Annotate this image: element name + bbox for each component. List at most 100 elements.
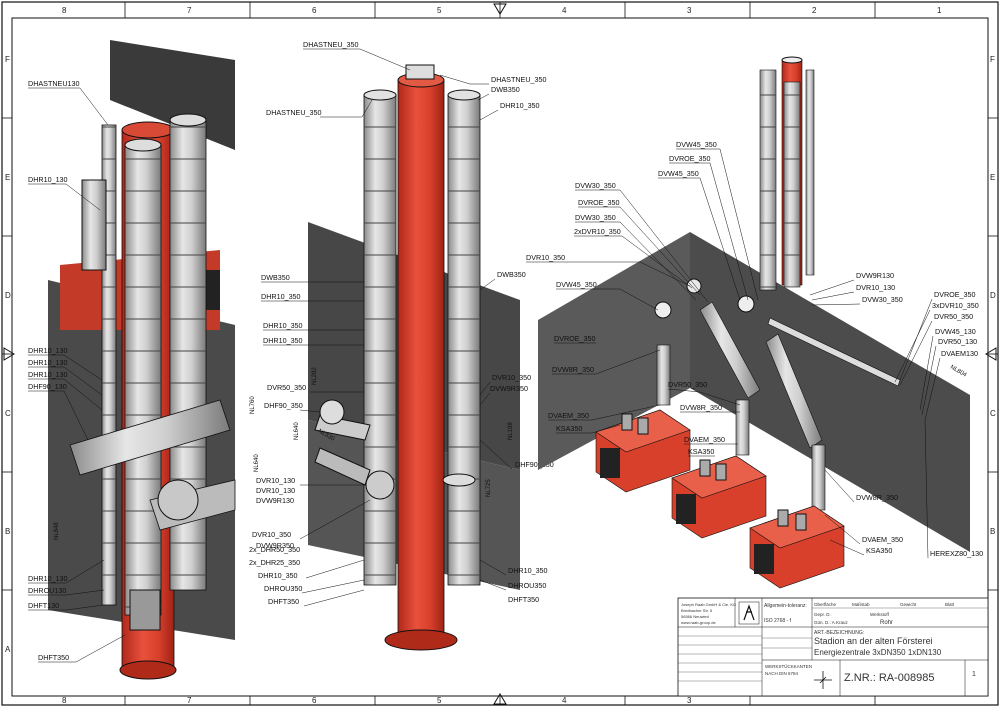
- row-label: B: [990, 527, 995, 536]
- col-label: 8: [62, 696, 67, 705]
- part-label: 2x_DHR25_350: [249, 558, 300, 567]
- part-label: DVW30_350: [575, 213, 616, 222]
- row-label: C: [990, 409, 996, 418]
- part-label: DVR50_350: [934, 312, 973, 321]
- part-label: DHF90_350: [264, 401, 303, 410]
- field-label: Gewicht: [900, 602, 917, 607]
- part-label: DVAEM_350: [684, 435, 725, 444]
- drawing-title: Stadion an der alten Försterei: [814, 636, 933, 646]
- part-label: DHR10_350: [263, 321, 303, 330]
- col-label: 3: [687, 6, 692, 15]
- part-label: DVW30_350: [575, 181, 616, 190]
- part-label: DHR10_350: [261, 292, 301, 301]
- view-right-labels: DVW45_350 DVROE_350 DVW45_350 DVW30_350 …: [526, 140, 983, 558]
- view-right-assembly: [538, 56, 970, 589]
- part-label: DHR10_130: [28, 574, 68, 583]
- part-label: DHASTNEU_350: [303, 40, 359, 49]
- row-label: E: [5, 173, 10, 182]
- view-center-labels: DHASTNEU_350 DHASTNEU_350 DHASTNEU_350 D…: [249, 40, 554, 606]
- part-label: DHR10_130: [28, 175, 68, 184]
- title-block: [677, 597, 989, 697]
- row-label: A: [5, 645, 11, 654]
- boiler-unit: [595, 409, 691, 493]
- row-label: B: [5, 527, 10, 536]
- company-address: 56566 Neuwied: [681, 614, 709, 619]
- part-label: DHR10_130: [28, 358, 68, 367]
- company-address: Joseph Raab GmbH & Cie. KG: [681, 602, 736, 607]
- part-label: DVW9R130: [856, 271, 894, 280]
- col-label: 6: [312, 696, 317, 705]
- view-center-assembly: [308, 64, 520, 651]
- part-label: KSA350: [688, 447, 714, 456]
- part-label: DHF90_130: [28, 382, 67, 391]
- sheet-number: 1: [972, 671, 976, 678]
- dimension-label: NL640: [294, 422, 300, 440]
- part-label: DHFT350: [268, 597, 299, 606]
- part-label: DVW45_130: [935, 327, 976, 336]
- part-label: KSA350: [556, 424, 582, 433]
- article-label: ART.-BEZEICHNUNG:: [814, 630, 864, 636]
- col-label: 6: [312, 6, 317, 15]
- part-label: 2x_DHR50_350: [249, 545, 300, 554]
- view-right-leaders: [526, 148, 941, 559]
- row-labels-left: F E D C B A: [5, 55, 11, 654]
- dimension-label: NL282: [312, 367, 318, 385]
- part-label: DHASTNEU_350: [491, 75, 547, 84]
- part-label: DVR10_350: [526, 253, 565, 262]
- dimension-label: NL640: [254, 454, 260, 472]
- col-label: 4: [562, 6, 567, 15]
- part-label: DVR10_130: [856, 283, 895, 292]
- part-label: DVR50_350: [668, 380, 707, 389]
- col-label: 3: [687, 696, 692, 705]
- part-label: DHF90_350: [515, 460, 554, 469]
- part-label: DVAEM130: [941, 349, 978, 358]
- dimension-label: NL198: [508, 422, 514, 440]
- checked-value: Gün. D.: A.Krauz: [814, 620, 849, 625]
- part-label: DVW8R_350: [856, 493, 898, 502]
- company-address: www.raab-group.de: [681, 620, 716, 625]
- part-label: DHR10_130: [28, 370, 68, 379]
- view-left-assembly: [48, 40, 236, 680]
- dimension-label: NL760: [250, 396, 256, 414]
- part-label: DVR50_130: [938, 337, 977, 346]
- part-label: HEREXZ80_130: [930, 549, 983, 558]
- part-label: DVROE_350: [578, 198, 620, 207]
- part-label: DHR10_130: [28, 346, 68, 355]
- drawing-subtitle: Energiezentrale 3xDN350 1xDN130: [814, 648, 942, 657]
- center-markers: [3, 3, 997, 705]
- part-label: DVROE_350: [669, 154, 711, 163]
- part-label: DHASTNEU_350: [266, 108, 322, 117]
- row-label: F: [990, 55, 995, 64]
- col-label: 2: [812, 6, 817, 15]
- company-address: Bredbacher Str. 5: [681, 608, 713, 613]
- column-labels-top: 8 7 6 5 4 3 2 1: [62, 6, 942, 15]
- part-label: DVR10_130: [256, 476, 295, 485]
- company-logo: [738, 601, 760, 625]
- field-label: Maßstab: [852, 602, 870, 607]
- boiler-unit: [671, 455, 767, 539]
- part-label: DVW8R_350: [552, 365, 594, 374]
- view-left-leaders: [28, 87, 126, 663]
- part-label: DVW8R_350: [680, 403, 722, 412]
- row-label: F: [5, 55, 10, 64]
- col-label: 7: [187, 6, 192, 15]
- part-label: DVW9R350: [490, 384, 528, 393]
- view-left-labels: DHASTNEU130 DHR10_130 DHR10_130 DHR10_13…: [28, 79, 80, 662]
- view-center-leaders: [261, 48, 513, 607]
- dimension-label: NL725: [486, 479, 492, 497]
- col-label: 5: [437, 6, 442, 15]
- row-label: E: [990, 173, 995, 182]
- title-block-text: Joseph Raab GmbH & Cie. KG Bredbacher St…: [681, 602, 976, 684]
- part-label: 3xDVR10_350: [932, 301, 979, 310]
- part-label: DWB350: [497, 270, 526, 279]
- row-label: C: [5, 409, 11, 418]
- row-label: D: [990, 291, 996, 300]
- col-label: 8: [62, 6, 67, 15]
- boiler-unit: [749, 505, 845, 589]
- part-label: DVW30_350: [862, 295, 903, 304]
- edge-marking-symbol: [814, 671, 832, 689]
- part-label: DHROU130: [28, 586, 66, 595]
- part-label: DVW9R130: [256, 496, 294, 505]
- part-label: DHROU350: [264, 584, 302, 593]
